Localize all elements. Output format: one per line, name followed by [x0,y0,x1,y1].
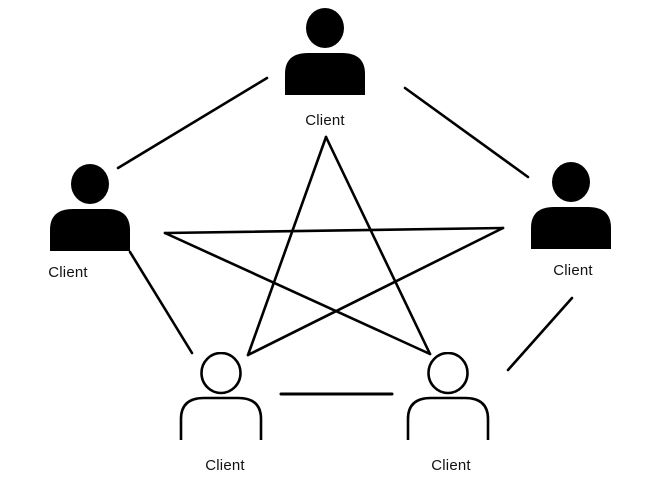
connection-line-right-bottomleft [246,226,505,357]
person-outline-icon [406,352,490,440]
node-label-client-bottom-right: Client [431,457,471,474]
person-filled-icon [285,8,365,95]
connection-line-top-bottomright [324,135,432,356]
connection-line-top-bottomleft [246,135,328,357]
connection-line-left-right [163,226,505,235]
node-label-client-top: Client [305,112,345,129]
node-label-client-bottom-left: Client [205,457,245,474]
person-filled-icon [531,162,611,249]
connection-line-top-right [403,86,530,179]
node-label-client-left: Client [48,264,88,281]
person-filled-icon [50,164,130,251]
person-outline-icon [179,352,263,440]
node-label-client-right: Client [553,262,593,279]
connection-line-right-bottomright [506,296,574,372]
connection-line-top-left [116,76,269,170]
connection-line-left-bottomleft [128,250,194,355]
connection-line-left-bottomright [163,231,432,356]
